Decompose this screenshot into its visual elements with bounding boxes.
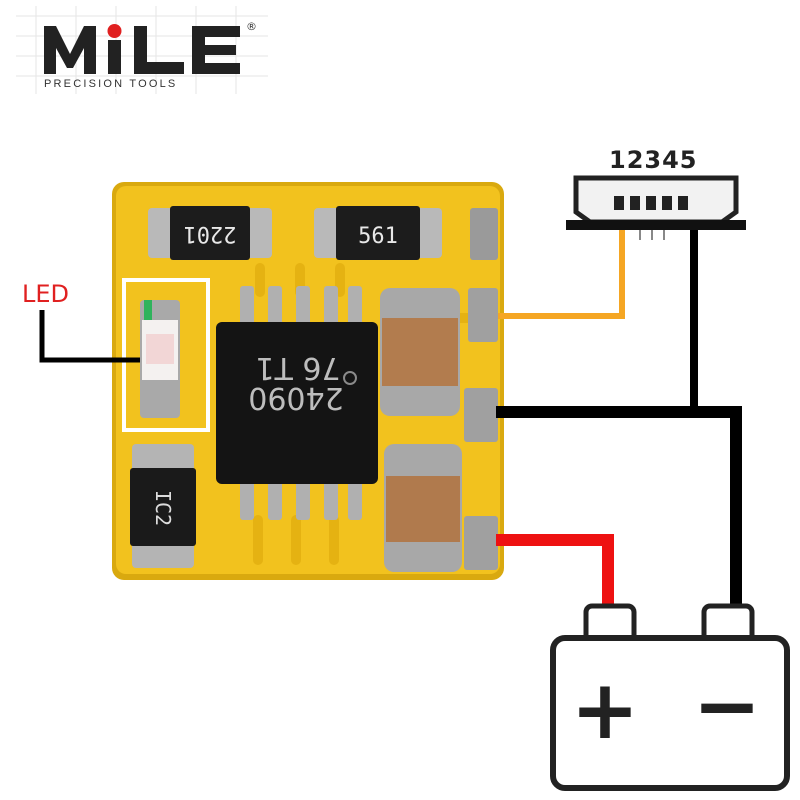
pad-positive [464, 516, 498, 570]
ground-wire [496, 406, 742, 608]
led-pointer-line [39, 310, 140, 363]
led-label: LED [22, 280, 70, 308]
battery-minus-sign: − [693, 659, 762, 754]
diode-component: IC2 [130, 444, 196, 568]
positive-wire [496, 534, 614, 608]
resistor-561: 561 [314, 206, 442, 260]
ic-marking-line2: 76 T1 [255, 350, 340, 385]
diode-marking: IC2 [151, 490, 175, 526]
micro-usb-connector [566, 175, 746, 240]
resistor-561-marking: 561 [358, 224, 398, 249]
ic-chip: 24090 76 T1 [216, 286, 378, 520]
battery-plus-sign: + [571, 663, 640, 758]
usb-pin-label: 12345 [609, 146, 698, 174]
resistor-2201-marking: 2201 [184, 221, 237, 246]
brand-tagline: PRECISION TOOLS [44, 78, 178, 90]
registered-mark: ® [246, 20, 257, 33]
usb-data-wire [498, 226, 625, 319]
capacitor-lower [384, 444, 462, 572]
led-component [140, 300, 180, 418]
ic-marking-line1: 24090 [248, 380, 343, 415]
capacitor-upper [380, 288, 460, 416]
pad-ground [464, 388, 498, 442]
pad-usb [468, 288, 498, 342]
resistor-2201: 2201 [148, 206, 272, 260]
brand-logo: ® PRECISION TOOLS [16, 6, 268, 94]
battery-symbol: + − [550, 603, 790, 791]
pad-top-right [470, 208, 498, 260]
